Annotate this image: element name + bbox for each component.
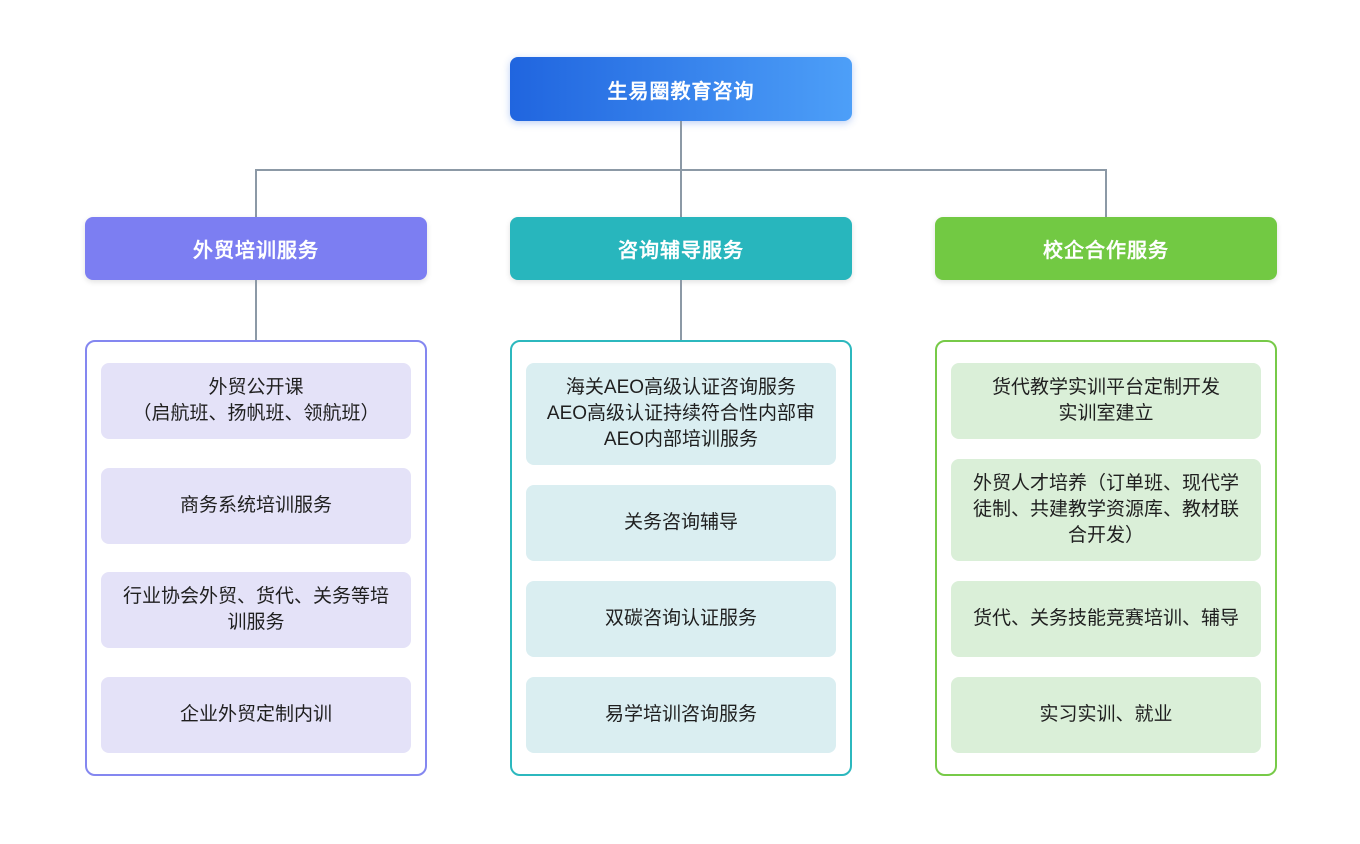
branch-header: 外贸培训服务 xyxy=(85,217,427,280)
branch-school-enterprise: 校企合作服务 货代教学实训平台定制开发 实训室建立 外贸人才培养（订单班、现代学… xyxy=(935,217,1277,776)
header-connector-zone xyxy=(935,280,1277,340)
list-item: 外贸人才培养（订单班、现代学 徒制、共建教学资源库、教材联 合开发） xyxy=(951,459,1261,561)
list-item: 货代教学实训平台定制开发 实训室建立 xyxy=(951,363,1261,439)
list-item: 企业外贸定制内训 xyxy=(101,676,411,753)
header-connector-zone xyxy=(510,280,852,340)
connector-header-to-list xyxy=(680,280,682,340)
connector-drop-left xyxy=(255,169,257,217)
branch-item-list: 货代教学实训平台定制开发 实训室建立 外贸人才培养（订单班、现代学 徒制、共建教… xyxy=(935,340,1277,776)
branch-item-list: 外贸公开课 （启航班、扬帆班、领航班） 商务系统培训服务 行业协会外贸、货代、关… xyxy=(85,340,427,776)
list-item: 海关AEO高级认证咨询服务 AEO高级认证持续符合性内部审 AEO内部培训服务 xyxy=(526,363,836,465)
branch-consulting-coaching: 咨询辅导服务 海关AEO高级认证咨询服务 AEO高级认证持续符合性内部审 AEO… xyxy=(510,217,852,776)
list-item: 外贸公开课 （启航班、扬帆班、领航班） xyxy=(101,363,411,439)
list-item: 商务系统培训服务 xyxy=(101,467,411,544)
header-connector-zone xyxy=(85,280,427,340)
list-item: 双碳咨询认证服务 xyxy=(526,581,836,657)
list-item: 实习实训、就业 xyxy=(951,677,1261,753)
branch-header-label: 咨询辅导服务 xyxy=(618,240,744,262)
root-node-label: 生易圈教育咨询 xyxy=(607,80,755,103)
branch-header-label: 校企合作服务 xyxy=(1043,240,1169,262)
branch-header: 咨询辅导服务 xyxy=(510,217,852,280)
root-node: 生易圈教育咨询 xyxy=(510,57,852,121)
branch-foreign-trade-training: 外贸培训服务 外贸公开课 （启航班、扬帆班、领航班） 商务系统培训服务 行业协会… xyxy=(85,217,427,776)
list-item: 行业协会外贸、货代、关务等培 训服务 xyxy=(101,572,411,649)
list-item: 易学培训咨询服务 xyxy=(526,677,836,753)
branch-item-list: 海关AEO高级认证咨询服务 AEO高级认证持续符合性内部审 AEO内部培训服务 … xyxy=(510,340,852,776)
list-item: 货代、关务技能竞赛培训、辅导 xyxy=(951,581,1261,657)
connector-root-vertical xyxy=(680,121,682,170)
connector-drop-right xyxy=(1105,169,1107,217)
branch-header: 校企合作服务 xyxy=(935,217,1277,280)
connector-drop-middle xyxy=(680,169,682,217)
list-item: 关务咨询辅导 xyxy=(526,485,836,561)
connector-header-to-list xyxy=(255,280,257,340)
branch-header-label: 外贸培训服务 xyxy=(193,240,319,262)
